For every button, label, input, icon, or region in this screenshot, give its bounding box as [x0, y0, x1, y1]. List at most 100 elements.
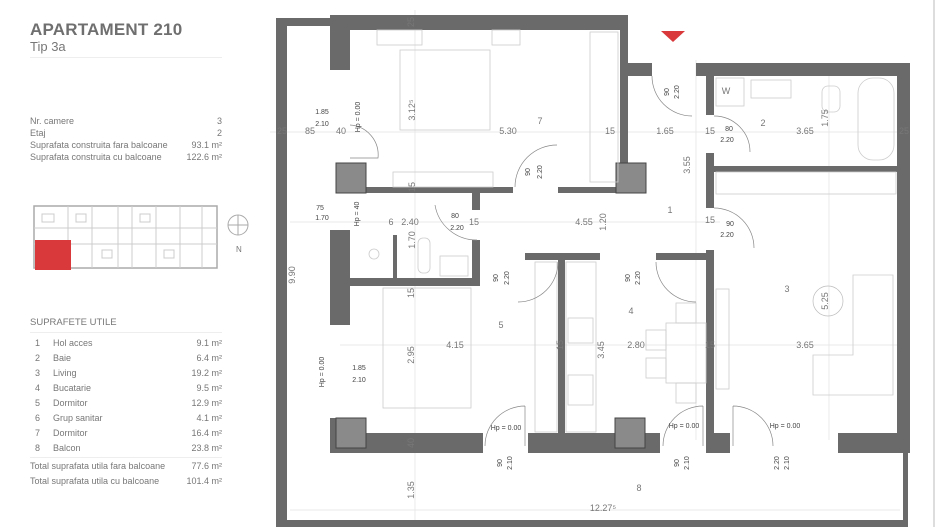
- wall: [350, 278, 480, 286]
- dimension-label: 2.20: [504, 271, 511, 285]
- doors: [349, 75, 844, 447]
- areas-heading: SUPRAFETE UTILE: [30, 317, 117, 328]
- dimension-label: 5.25: [820, 292, 830, 310]
- room-area: 23.8 m²: [191, 443, 222, 453]
- entrance-door[interactable]: [651, 75, 693, 117]
- entrance-marker-icon: [661, 31, 685, 42]
- stove-icon: [567, 374, 594, 406]
- shower-icon: [368, 248, 380, 260]
- room-name: Living: [53, 368, 77, 378]
- door[interactable]: [517, 261, 559, 303]
- dimension-label: 1.35: [406, 481, 416, 499]
- summary-label: Nr. camere: [30, 116, 75, 126]
- apartment-title: APARTAMENT 210: [30, 20, 183, 39]
- dining-table: [665, 322, 707, 384]
- dimension-label: 2.20: [774, 456, 781, 470]
- nightstand: [491, 29, 521, 46]
- building-minimap: N: [33, 205, 249, 270]
- door[interactable]: [713, 115, 751, 153]
- dimension-label: 2.20: [674, 85, 681, 99]
- dimension-label: Hp = 0.00: [491, 425, 522, 432]
- wall: [620, 76, 628, 187]
- dimension-label: 15: [605, 126, 615, 136]
- kitchen-counter: [565, 261, 597, 433]
- dimension-label: 90: [726, 221, 734, 228]
- divider: [30, 57, 222, 58]
- door[interactable]: [514, 144, 558, 188]
- dimension-label: 2.20: [537, 165, 544, 179]
- room-name: Bucatarie: [53, 383, 92, 393]
- room-area: 9.1 m²: [196, 338, 222, 348]
- room-area: 19.2 m²: [191, 368, 222, 378]
- chair: [675, 302, 697, 324]
- dimension-label: 90: [664, 88, 671, 96]
- balcony-door[interactable]: [662, 405, 704, 447]
- wall: [276, 520, 906, 527]
- dimension-label: 7: [537, 116, 542, 126]
- dimension-label: 2.10: [352, 377, 366, 384]
- toilet-icon: [417, 237, 431, 274]
- total-label: Total suprafata utila cu balcoane: [30, 476, 160, 486]
- dimension-label: 85: [305, 126, 315, 136]
- wall: [366, 187, 513, 193]
- summary-label: Suprafata construita fara balcoane: [30, 140, 168, 150]
- toilet-icon: [821, 85, 841, 113]
- balcony-door[interactable]: [484, 405, 526, 447]
- door[interactable]: [713, 207, 755, 249]
- room-area: 16.4 m²: [191, 428, 222, 438]
- dimension-label: 1.70: [407, 231, 417, 249]
- room-number: 2: [35, 353, 41, 363]
- wall: [558, 260, 565, 433]
- compass-label: N: [236, 245, 242, 254]
- room-number: 5: [35, 398, 41, 408]
- room-area: 9.5 m²: [196, 383, 222, 393]
- dimension-label: 75: [316, 205, 324, 212]
- nightstand: [376, 29, 423, 46]
- building-units: [34, 206, 217, 268]
- dimension-label: 1: [667, 205, 672, 215]
- dimension-label: 25: [899, 126, 909, 136]
- room-name: Dormitor: [53, 398, 88, 408]
- dimension-label: 2.20: [635, 271, 642, 285]
- dimension-label: 90: [497, 459, 504, 467]
- chair: [675, 382, 697, 404]
- divider: [30, 332, 222, 333]
- dimension-label: 2.10: [784, 456, 791, 470]
- dimension-label: 4: [628, 306, 633, 316]
- balcony-door[interactable]: [732, 405, 774, 447]
- dimension-label: 1.85: [315, 109, 329, 116]
- window-door[interactable]: [349, 124, 379, 159]
- room-number: 1: [35, 338, 41, 348]
- dimension-label: 80: [725, 126, 733, 133]
- wall: [472, 240, 480, 286]
- dimension-label: 3.45: [596, 341, 606, 359]
- wall: [393, 235, 397, 280]
- wall: [706, 63, 714, 115]
- door[interactable]: [655, 261, 697, 303]
- wall: [620, 15, 628, 73]
- dimension-label: 3.55: [682, 156, 692, 174]
- wall: [620, 63, 652, 76]
- furniture: [368, 29, 897, 433]
- door[interactable]: [434, 204, 478, 241]
- dimension-label: 2.10: [315, 121, 329, 128]
- summary-value: 122.6 m²: [186, 152, 222, 162]
- total-label: Total suprafata utila fara balcoane: [30, 461, 166, 471]
- dimension-label: 1.20: [598, 213, 608, 231]
- wall: [525, 253, 600, 260]
- dimension-label: 9.90: [287, 266, 297, 284]
- washbasin-icon: [750, 79, 792, 99]
- washing-machine: [715, 77, 745, 107]
- room-number: 4: [35, 383, 41, 393]
- washbasin-icon: [439, 255, 469, 277]
- room-name: Baie: [53, 353, 72, 363]
- room-name: Balcon: [53, 443, 81, 453]
- structural-column: [615, 162, 647, 194]
- structural-column: [614, 417, 646, 449]
- dimension-label: 2: [760, 118, 765, 128]
